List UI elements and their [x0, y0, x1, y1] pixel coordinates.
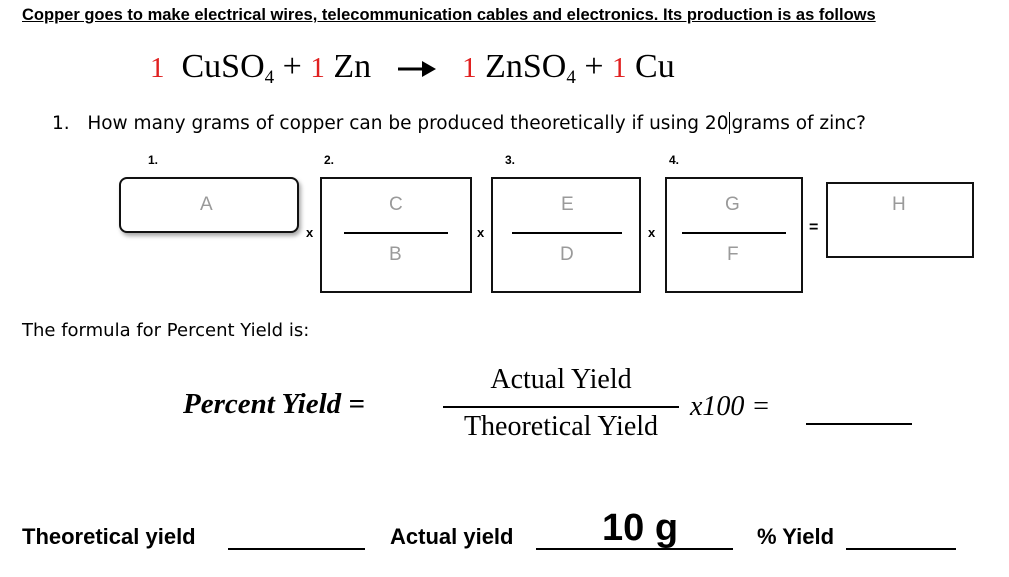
question-1: 1. How many grams of copper can be produ… — [52, 112, 866, 134]
formula-numerator: Actual Yield — [490, 364, 632, 395]
reaction-arrow-icon — [397, 61, 436, 78]
fraction-bar-2 — [344, 232, 448, 234]
question-text-start: How many grams of copper can be produced… — [87, 113, 729, 134]
multiply-sign-2: x — [477, 225, 485, 240]
box-f-label: F — [727, 244, 739, 265]
product-cu: Cu — [635, 48, 675, 85]
formula-denominator: Theoretical Yield — [463, 411, 659, 442]
fraction-bar-4 — [682, 232, 786, 234]
conversion-box-4[interactable] — [665, 177, 803, 293]
plus-sign: + — [282, 48, 302, 85]
box-g-label: G — [725, 194, 740, 215]
answer-box-a[interactable] — [119, 177, 299, 233]
box-a-label: A — [200, 194, 213, 215]
step-number-2: 2. — [324, 153, 335, 167]
multiply-sign-3: x — [648, 225, 656, 240]
question-number: 1. — [52, 113, 70, 134]
actual-yield-label: Actual yield — [390, 524, 514, 549]
step-number-1: 1. — [148, 153, 159, 167]
percent-yield-blank[interactable] — [846, 548, 956, 550]
question-text-end: grams of zinc? — [731, 113, 866, 134]
equals-sign: = — [809, 219, 819, 236]
coefficient-cuso4: 1 — [150, 52, 165, 84]
box-c-label: C — [389, 194, 403, 215]
multiply-sign-1: x — [306, 225, 314, 240]
chemical-equation: 1 CuSO4 + 1 Zn 1 ZnSO4 + 1 Cu — [150, 48, 675, 88]
fraction-bar-3 — [512, 232, 622, 234]
actual-yield-blank[interactable] — [536, 548, 733, 550]
coefficient-znso4: 1 — [462, 52, 477, 84]
plus-sign: + — [584, 48, 604, 85]
coefficient-cu: 1 — [612, 52, 627, 84]
theoretical-yield-label: Theoretical yield — [22, 524, 196, 549]
box-e-label: E — [561, 194, 574, 215]
theoretical-yield-blank[interactable] — [228, 548, 365, 550]
conversion-box-2[interactable] — [320, 177, 472, 293]
formula-fraction-bar — [443, 406, 679, 408]
page-header: Copper goes to make electrical wires, te… — [22, 6, 876, 24]
percent-yield-intro: The formula for Percent Yield is: — [22, 320, 310, 341]
reactant-zn: Zn — [333, 48, 372, 85]
text-cursor — [729, 112, 731, 134]
box-d-label: D — [560, 244, 574, 265]
step-number-4: 4. — [669, 153, 680, 167]
answer-box-h[interactable] — [826, 182, 974, 258]
percent-yield-label: % Yield — [757, 524, 835, 549]
reactant-cuso4: CuSO4 — [181, 48, 275, 88]
actual-yield-value: 10 g — [602, 507, 679, 549]
percent-yield-lhs: Percent Yield = — [183, 388, 365, 420]
formula-answer-blank[interactable] — [806, 423, 912, 425]
product-znso4: ZnSO4 — [485, 48, 576, 88]
formula-multiplier: x100 = — [690, 391, 771, 422]
coefficient-zn: 1 — [310, 52, 325, 84]
box-b-label: B — [389, 244, 402, 265]
step-number-3: 3. — [505, 153, 516, 167]
conversion-box-3[interactable] — [491, 177, 641, 293]
box-h-label: H — [892, 194, 906, 215]
